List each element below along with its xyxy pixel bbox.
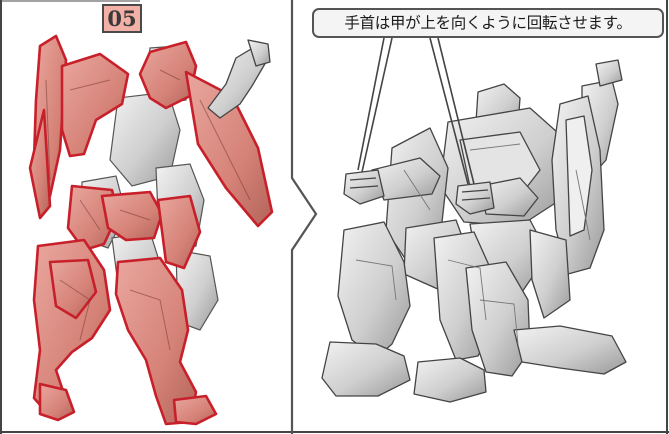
highlighted-parts bbox=[28, 34, 274, 426]
left-foot bbox=[321, 341, 411, 397]
right-figure-front-view bbox=[207, 39, 627, 403]
step-number-badge: 05 bbox=[102, 4, 142, 33]
upper-body-part bbox=[60, 52, 130, 158]
panel-divider-arrow bbox=[290, 0, 318, 434]
right-foot bbox=[513, 325, 627, 375]
left-leg bbox=[337, 221, 411, 359]
right-leg bbox=[465, 261, 531, 377]
left-figure-back-view bbox=[28, 34, 274, 426]
right-shoulder-part bbox=[138, 40, 198, 110]
callout-pointers bbox=[357, 37, 475, 185]
instruction-caption: 手首は甲が上を向くように回転させます。 bbox=[312, 8, 664, 38]
